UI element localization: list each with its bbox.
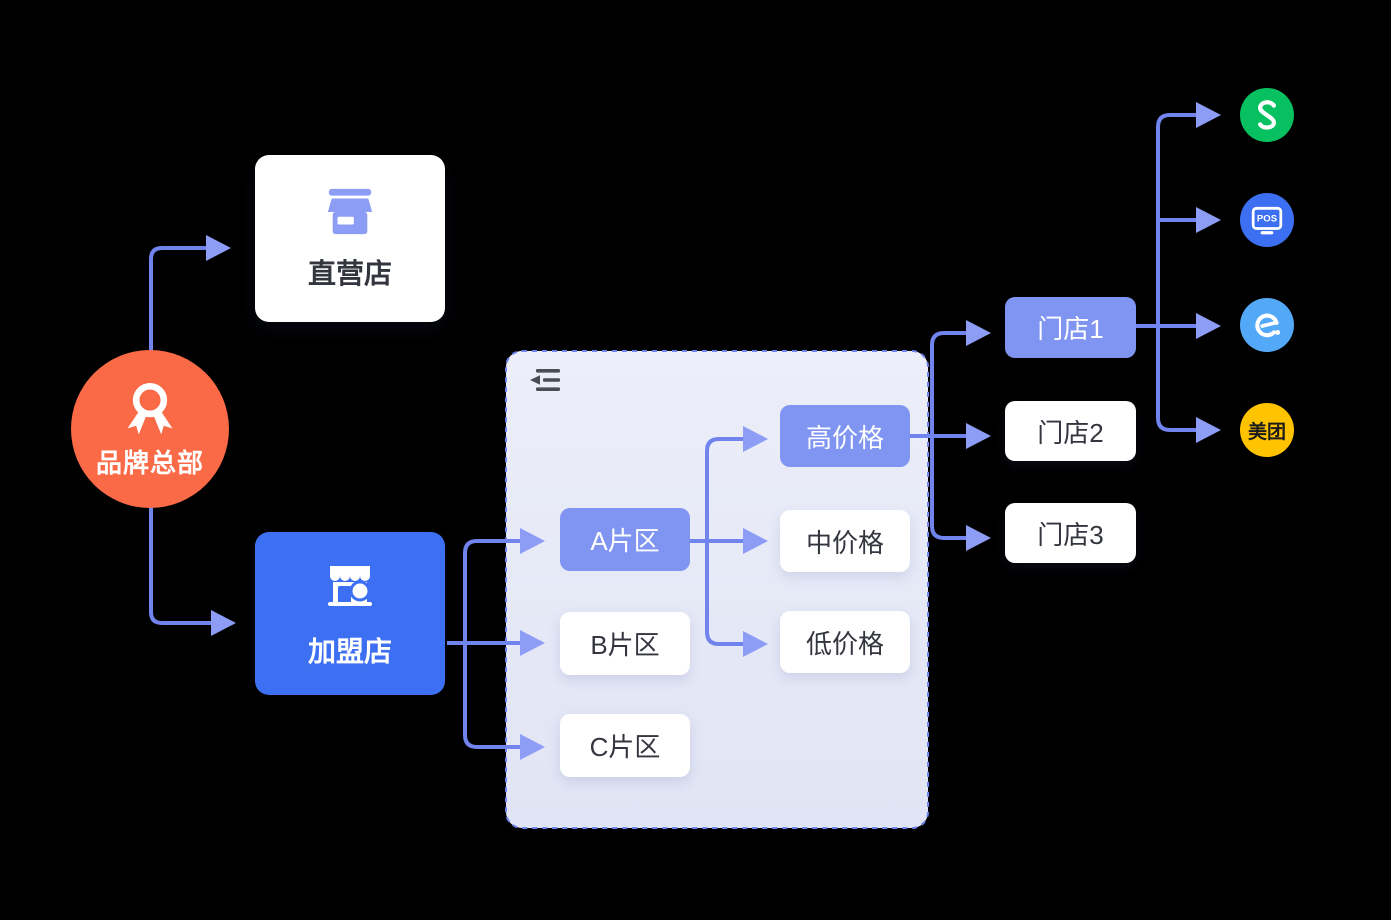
price-high-node[interactable]: 高价格 <box>780 405 910 467</box>
zone-b-node[interactable]: B片区 <box>560 612 690 675</box>
meituan-icon[interactable]: 美团 <box>1240 403 1294 457</box>
wechat-miniprogram-icon[interactable] <box>1240 88 1294 142</box>
award-medal-icon <box>127 382 173 434</box>
zone-c-node[interactable]: C片区 <box>560 714 690 777</box>
brand-hq-node[interactable]: 品牌总部 <box>71 350 229 508</box>
franchise-store-label: 加盟店 <box>307 635 392 667</box>
meituan-label: 美团 <box>1247 421 1286 443</box>
store-1-node[interactable]: 门店1 <box>1005 297 1136 358</box>
store-2-node[interactable]: 门店2 <box>1005 401 1136 461</box>
direct-store-label: 直营店 <box>307 257 392 289</box>
pos-terminal-icon[interactable]: POS <box>1240 193 1294 247</box>
direct-store-card[interactable]: 直营店 <box>255 155 445 322</box>
storefront-icon <box>327 188 373 234</box>
price-low-node[interactable]: 低价格 <box>780 611 910 673</box>
price-mid-node[interactable]: 中价格 <box>780 510 910 572</box>
collapse-outdent-icon[interactable] <box>530 368 562 393</box>
pos-label: POS <box>1257 214 1277 225</box>
store-3-node[interactable]: 门店3 <box>1005 503 1136 563</box>
zone-a-node[interactable]: A片区 <box>560 508 690 571</box>
franchise-storefront-icon <box>328 565 372 606</box>
eleme-icon[interactable] <box>1240 298 1294 352</box>
franchise-store-card[interactable]: 加盟店 <box>255 532 445 695</box>
brand-hq-label: 品牌总部 <box>95 447 204 478</box>
